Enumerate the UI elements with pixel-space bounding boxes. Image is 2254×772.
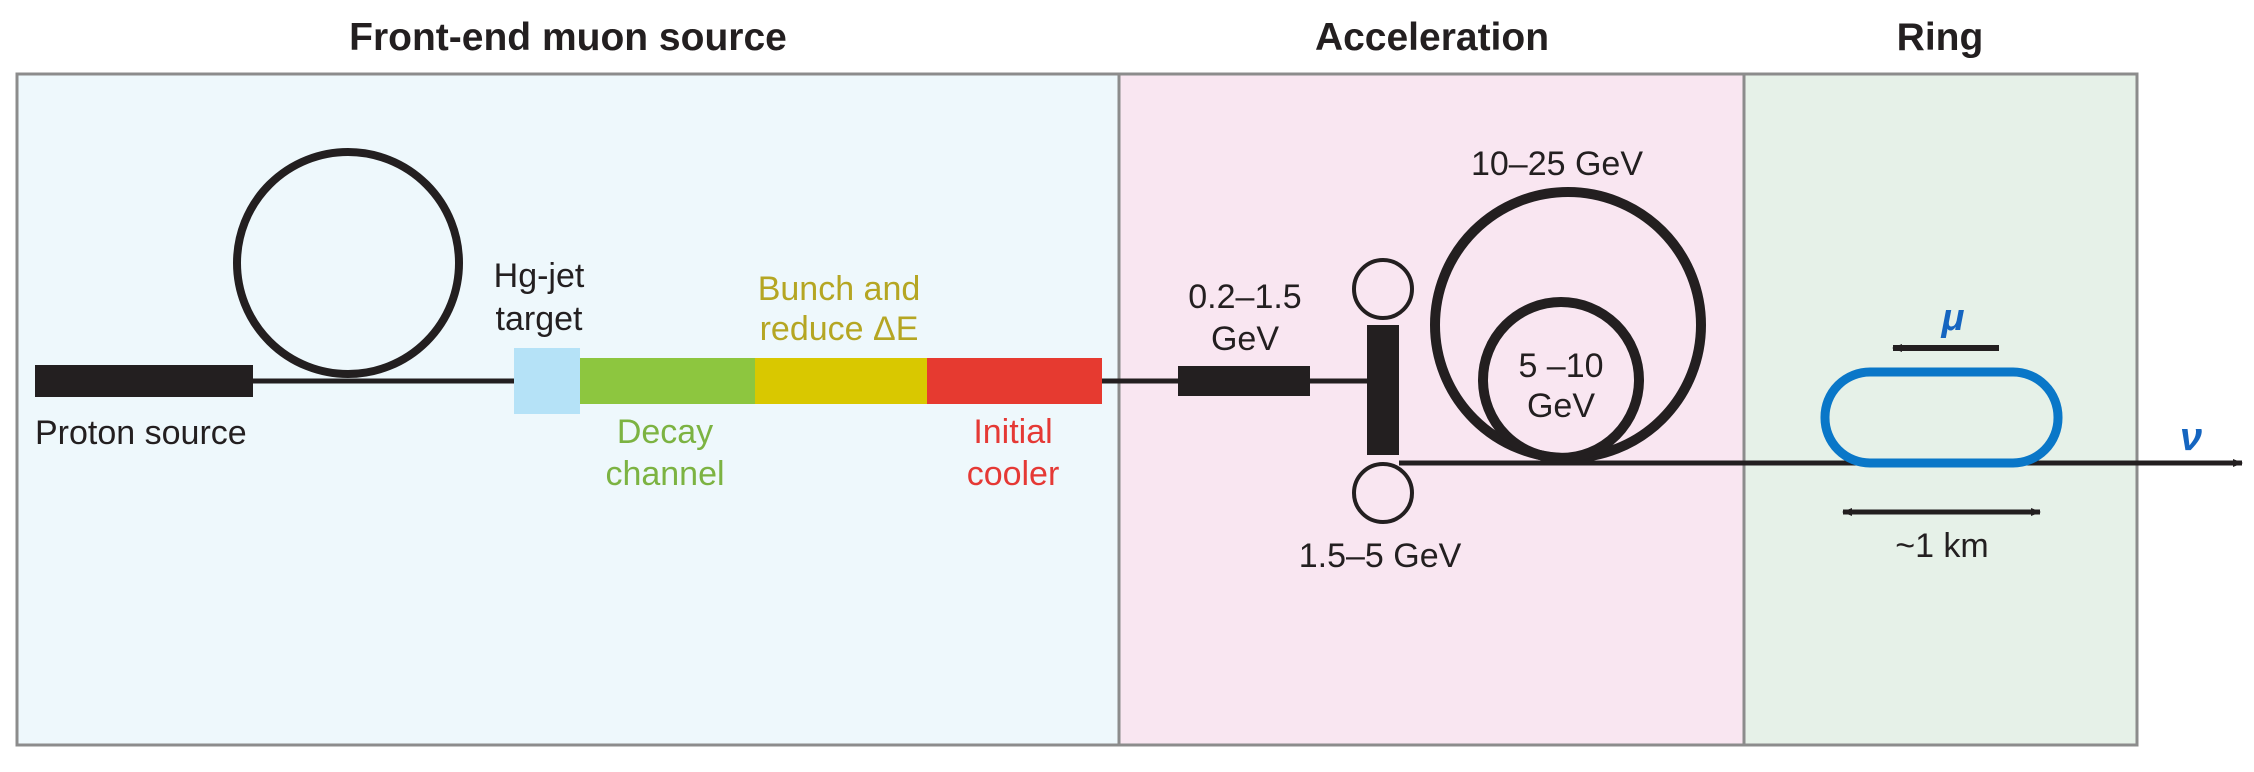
neutrino-symbol: ν xyxy=(2180,415,2202,459)
bunch-label-line1: Bunch and xyxy=(758,270,921,308)
rla-small-label-line2: GeV xyxy=(1527,387,1595,425)
linac-label-line1: 0.2–1.5 xyxy=(1188,278,1301,316)
first-rla-top-arc xyxy=(1352,258,1414,320)
first-rla-spine xyxy=(1367,325,1399,455)
front-end-title: Front-end muon source xyxy=(349,16,787,59)
cooler-label-line1: Initial xyxy=(973,413,1052,451)
rla-small-ring xyxy=(1478,297,1644,463)
hg-jet-target-block xyxy=(514,348,580,414)
ring-title: Ring xyxy=(1897,16,1984,59)
linac-block xyxy=(1178,366,1310,396)
rla-large-label: 10–25 GeV xyxy=(1471,145,1643,183)
linac-label-line2: GeV xyxy=(1211,320,1279,358)
storage-ring xyxy=(1820,367,2063,468)
first-rla-label: 1.5–5 GeV xyxy=(1299,537,1462,575)
ring-size-label: ~1 km xyxy=(1895,527,1989,565)
target-label-line2: target xyxy=(496,300,583,338)
acceleration-panel xyxy=(1117,72,1746,747)
bunch-label-line2: reduce ΔE xyxy=(760,310,919,348)
bunch-block xyxy=(755,358,927,404)
cooler-label-line2: cooler xyxy=(967,455,1060,493)
rla-small-label-line1: 5 –10 xyxy=(1518,347,1603,385)
decay-label-line1: Decay xyxy=(617,413,713,451)
target-label-line1: Hg-jet xyxy=(494,257,585,295)
decay-channel-block xyxy=(580,358,755,404)
ring-panel xyxy=(1742,72,2139,747)
initial-cooler-block xyxy=(927,358,1102,404)
proton-ring xyxy=(233,148,463,378)
proton-source-block xyxy=(35,365,253,397)
acceleration-title: Acceleration xyxy=(1315,16,1549,59)
proton-source-label: Proton source xyxy=(35,414,247,452)
muon-symbol: μ xyxy=(1941,297,1965,339)
first-rla-bottom-arc xyxy=(1352,462,1414,524)
decay-label-line2: channel xyxy=(605,455,724,493)
